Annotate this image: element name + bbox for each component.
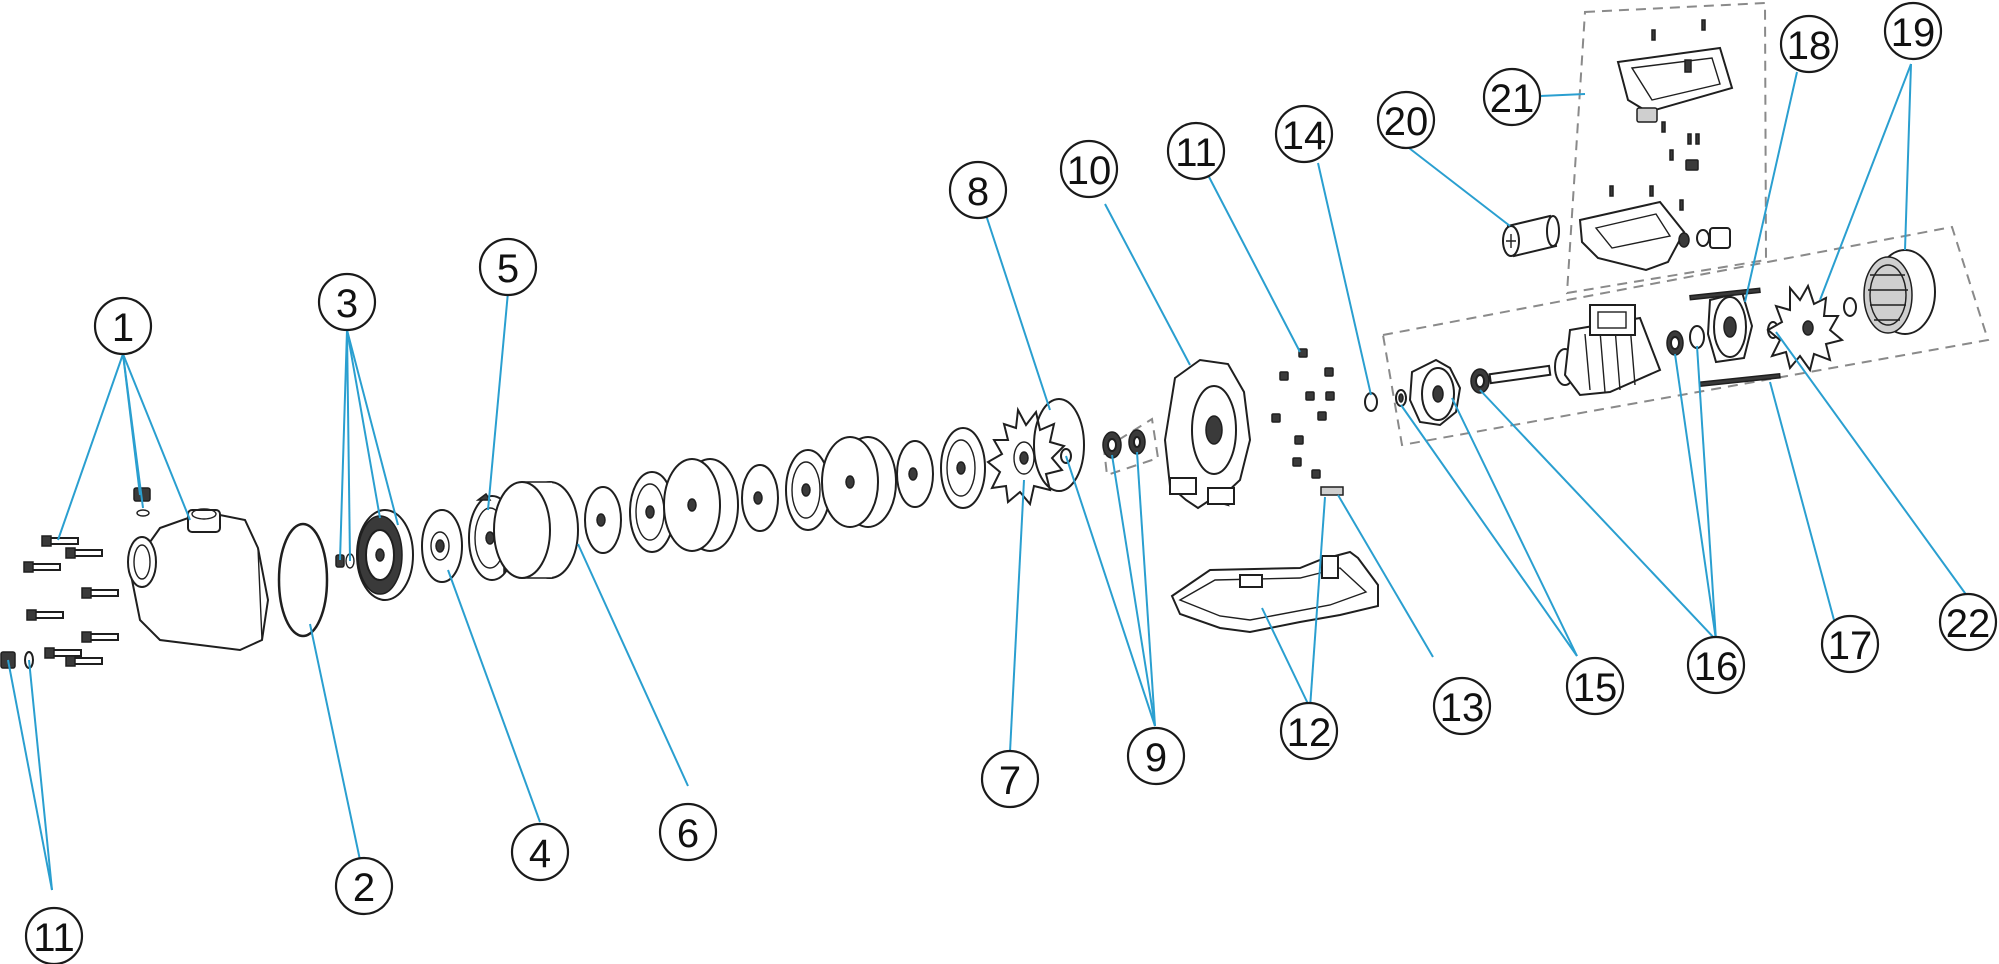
svg-text:6: 6 bbox=[677, 812, 699, 856]
fan-washer bbox=[1843, 297, 1857, 317]
svg-text:20: 20 bbox=[1384, 100, 1429, 144]
stage-casing-2 bbox=[663, 458, 739, 552]
svg-text:1: 1 bbox=[112, 306, 134, 350]
shaft-key bbox=[1320, 486, 1344, 496]
svg-text:3: 3 bbox=[336, 282, 358, 326]
callout-14: 14 bbox=[1274, 104, 1334, 164]
fan-cover bbox=[1863, 249, 1936, 335]
svg-text:21: 21 bbox=[1490, 77, 1535, 121]
callout-10: 10 bbox=[1059, 139, 1119, 199]
stage-casing-3 bbox=[821, 436, 897, 528]
svg-text:11: 11 bbox=[1175, 131, 1217, 175]
svg-text:19: 19 bbox=[1891, 11, 1936, 55]
svg-text:7: 7 bbox=[999, 759, 1021, 803]
svg-text:17: 17 bbox=[1828, 624, 1873, 668]
stage-casing bbox=[493, 481, 579, 579]
bolt-set bbox=[23, 535, 119, 667]
callout-9: 9 bbox=[1126, 726, 1186, 786]
front-end-shield bbox=[1408, 358, 1462, 427]
svg-text:5: 5 bbox=[497, 247, 519, 291]
callout-6: 6 bbox=[658, 802, 718, 862]
svg-text:16: 16 bbox=[1694, 645, 1739, 689]
impeller-stage-4 bbox=[896, 440, 934, 508]
terminal-box-group-box bbox=[1565, 1, 1768, 295]
svg-text:8: 8 bbox=[967, 170, 989, 214]
callout-4: 4 bbox=[510, 822, 570, 882]
callout-12: 12 bbox=[1279, 701, 1339, 761]
callout-20: 20 bbox=[1376, 90, 1436, 150]
o-ring bbox=[277, 522, 329, 638]
callout-7: 7 bbox=[980, 749, 1040, 809]
callout-8: 8 bbox=[948, 160, 1008, 220]
nut-set bbox=[1271, 348, 1335, 479]
callout-1: 1 bbox=[93, 296, 153, 356]
nut-washer-diffuser bbox=[335, 509, 414, 601]
callout-21: 21 bbox=[1482, 67, 1542, 127]
callout-11-left: 11 bbox=[24, 906, 84, 964]
svg-text:2: 2 bbox=[353, 866, 375, 910]
callout-22: 22 bbox=[1938, 592, 1998, 652]
terminal-box-base bbox=[1578, 200, 1686, 272]
mechanical-seal-pair bbox=[1102, 429, 1146, 459]
callout-15: 15 bbox=[1565, 656, 1625, 716]
svg-text:22: 22 bbox=[1946, 602, 1991, 646]
callout-19: 19 bbox=[1883, 1, 1943, 61]
terminal-clamp bbox=[1636, 107, 1699, 171]
callout-18: 18 bbox=[1779, 14, 1839, 74]
motor-shaft-rotor bbox=[1488, 348, 1576, 386]
last-stage-impeller bbox=[986, 406, 1066, 507]
pump-head bbox=[127, 508, 270, 652]
bearing-group-box bbox=[1102, 417, 1160, 477]
motor-spacers bbox=[1666, 325, 1705, 356]
impeller bbox=[421, 509, 463, 583]
leader-lines bbox=[7, 63, 1971, 891]
front-bearing bbox=[1470, 368, 1490, 394]
svg-text:12: 12 bbox=[1287, 711, 1332, 755]
washer bbox=[1364, 392, 1378, 412]
svg-text:11: 11 bbox=[33, 916, 75, 960]
rear-end-shield bbox=[1706, 290, 1754, 364]
capacitor bbox=[1502, 214, 1560, 258]
svg-text:10: 10 bbox=[1067, 149, 1112, 193]
svg-text:9: 9 bbox=[1145, 736, 1167, 780]
callout-17: 17 bbox=[1820, 614, 1880, 674]
callout-3: 3 bbox=[317, 272, 377, 332]
callout-5: 5 bbox=[478, 237, 538, 297]
motor-stator-housing bbox=[1563, 304, 1662, 397]
cable-gland bbox=[1678, 227, 1731, 249]
callout-13: 13 bbox=[1432, 676, 1492, 736]
motor-bearing-washer bbox=[1395, 389, 1407, 407]
svg-text:15: 15 bbox=[1573, 666, 1618, 710]
svg-text:18: 18 bbox=[1787, 24, 1832, 68]
terminal-box-cover bbox=[1616, 46, 1734, 114]
diffuser-stage-4 bbox=[940, 427, 986, 509]
svg-text:14: 14 bbox=[1282, 114, 1327, 158]
motor-group-box bbox=[1381, 225, 1990, 447]
impeller-stage-3 bbox=[741, 464, 779, 532]
svg-text:13: 13 bbox=[1440, 686, 1485, 730]
callout-2: 2 bbox=[334, 856, 394, 916]
impeller-stage-2 bbox=[584, 486, 622, 554]
cooling-fan bbox=[1766, 283, 1845, 373]
svg-text:4: 4 bbox=[529, 832, 551, 876]
drain-plug-with-washer bbox=[0, 651, 34, 669]
callout-16: 16 bbox=[1686, 635, 1746, 695]
motor-bracket bbox=[1163, 358, 1252, 510]
pump-base bbox=[1170, 550, 1379, 634]
callout-11-center: 11 bbox=[1166, 121, 1226, 181]
